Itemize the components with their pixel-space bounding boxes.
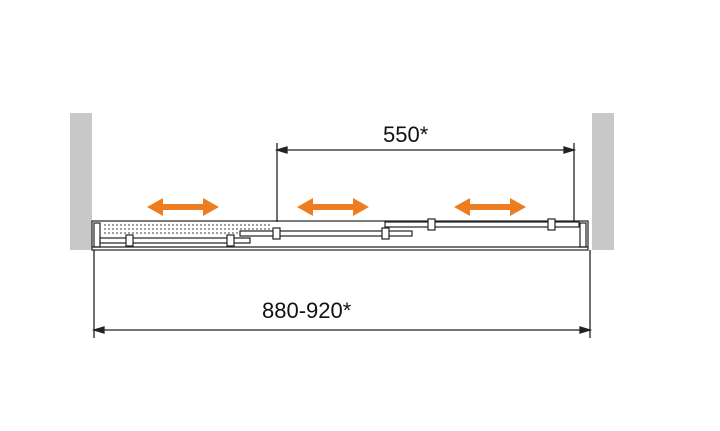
panel-3 [384, 221, 580, 228]
rollers [125, 218, 556, 247]
door-frame [91, 220, 589, 251]
slide-arrow-icon [454, 198, 526, 216]
sliding-panels [99, 221, 580, 244]
total-dimension-line [91, 250, 593, 338]
panel-2 [239, 230, 413, 237]
right-wall [592, 113, 614, 250]
slide-arrow-icon [147, 198, 219, 216]
opening-dimension-line [274, 143, 577, 222]
orange-arrows [147, 198, 526, 216]
fixed-glass-hatching [104, 222, 270, 236]
opening-width-label: 550* [383, 122, 429, 147]
left-wall [70, 113, 92, 250]
panel-1 [99, 237, 251, 244]
slide-arrow-icon [297, 198, 369, 216]
total-width-label: 880-920* [262, 298, 352, 323]
